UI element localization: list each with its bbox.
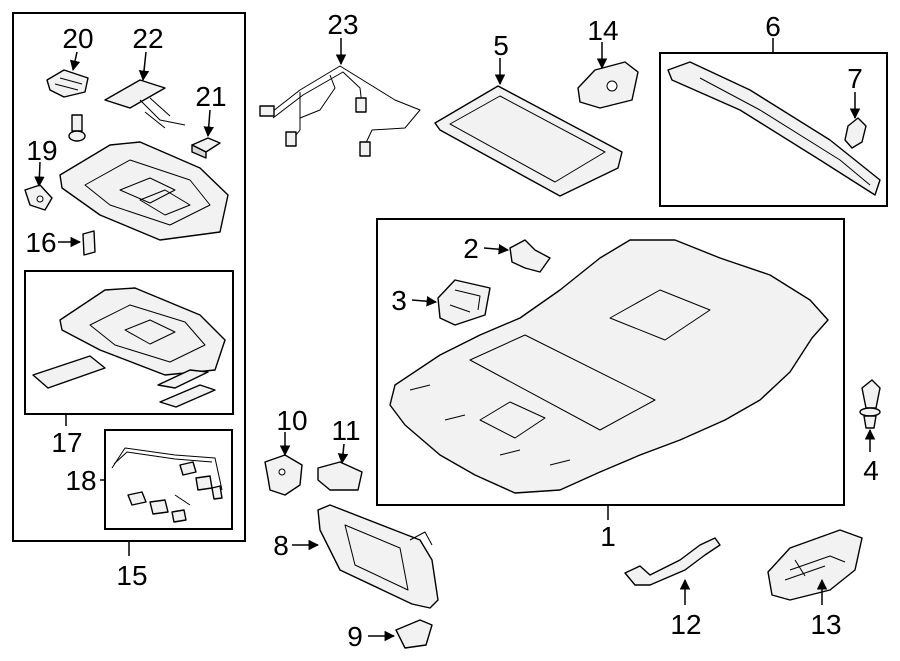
callout-13: 13 <box>810 609 841 640</box>
part-14-dome-lamp <box>577 61 639 109</box>
callout-18: 18 <box>65 465 96 496</box>
callout-9: 9 <box>347 621 363 652</box>
part-20-bracket <box>46 69 89 98</box>
callout-10: 10 <box>276 405 307 436</box>
overhead-console-lower <box>59 287 226 376</box>
callout-19: 19 <box>26 135 57 166</box>
screw-fastener <box>68 114 86 142</box>
part-8-sun-visor <box>317 504 439 609</box>
callout-15: 15 <box>116 560 147 591</box>
part-16-clip <box>82 230 96 256</box>
leader-19 <box>34 161 45 188</box>
callout-16: 16 <box>25 227 56 258</box>
part-5-sunroof-glass <box>434 85 623 197</box>
callout-2: 2 <box>463 233 479 264</box>
part-9-clip <box>395 619 433 649</box>
part-11-cover <box>317 461 363 491</box>
leader-21 <box>203 109 214 138</box>
callout-4: 4 <box>863 455 879 486</box>
callout-6: 6 <box>765 11 781 42</box>
part-22-switch-bracket <box>104 79 186 129</box>
callout-20: 20 <box>62 23 93 54</box>
console-lens-panel <box>32 355 106 389</box>
leader-20 <box>69 51 81 72</box>
group-frame-17 <box>24 270 234 415</box>
console-seal-strips <box>157 369 216 408</box>
part-10-bracket <box>264 454 303 496</box>
callout-22: 22 <box>132 23 163 54</box>
leader-3 <box>411 295 438 307</box>
callout-12: 12 <box>670 609 701 640</box>
group-frame-1 <box>376 218 845 506</box>
callout-17: 17 <box>51 427 82 458</box>
part-1-headliner <box>389 239 829 494</box>
part-2-clip <box>509 239 551 273</box>
leader-2 <box>483 243 510 255</box>
part-19-retainer <box>24 184 53 211</box>
callout-7: 7 <box>847 63 863 94</box>
callout-11: 11 <box>331 415 360 446</box>
overhead-console-upper <box>59 141 229 241</box>
callout-5: 5 <box>493 30 509 61</box>
leader-22 <box>138 51 150 82</box>
callout-3: 3 <box>391 285 407 316</box>
part-6-roof-rail-trim <box>667 61 881 196</box>
part-18-seal-set <box>111 447 223 523</box>
part-7-clip <box>844 117 867 149</box>
part-4-push-pin <box>859 379 881 429</box>
callout-21: 21 <box>195 81 226 112</box>
callout-14: 14 <box>587 15 618 46</box>
leader-11 <box>337 443 349 465</box>
part-12-grab-handle <box>624 537 721 586</box>
part-21-clip <box>191 137 221 159</box>
part-23-wiring-harness <box>259 65 421 157</box>
part-13-lamp-assembly <box>767 529 863 601</box>
group-frame-18 <box>104 429 233 530</box>
callout-1: 1 <box>600 521 616 552</box>
callout-23: 23 <box>327 9 358 40</box>
part-3-bracket <box>437 279 491 326</box>
callout-8: 8 <box>273 530 289 561</box>
